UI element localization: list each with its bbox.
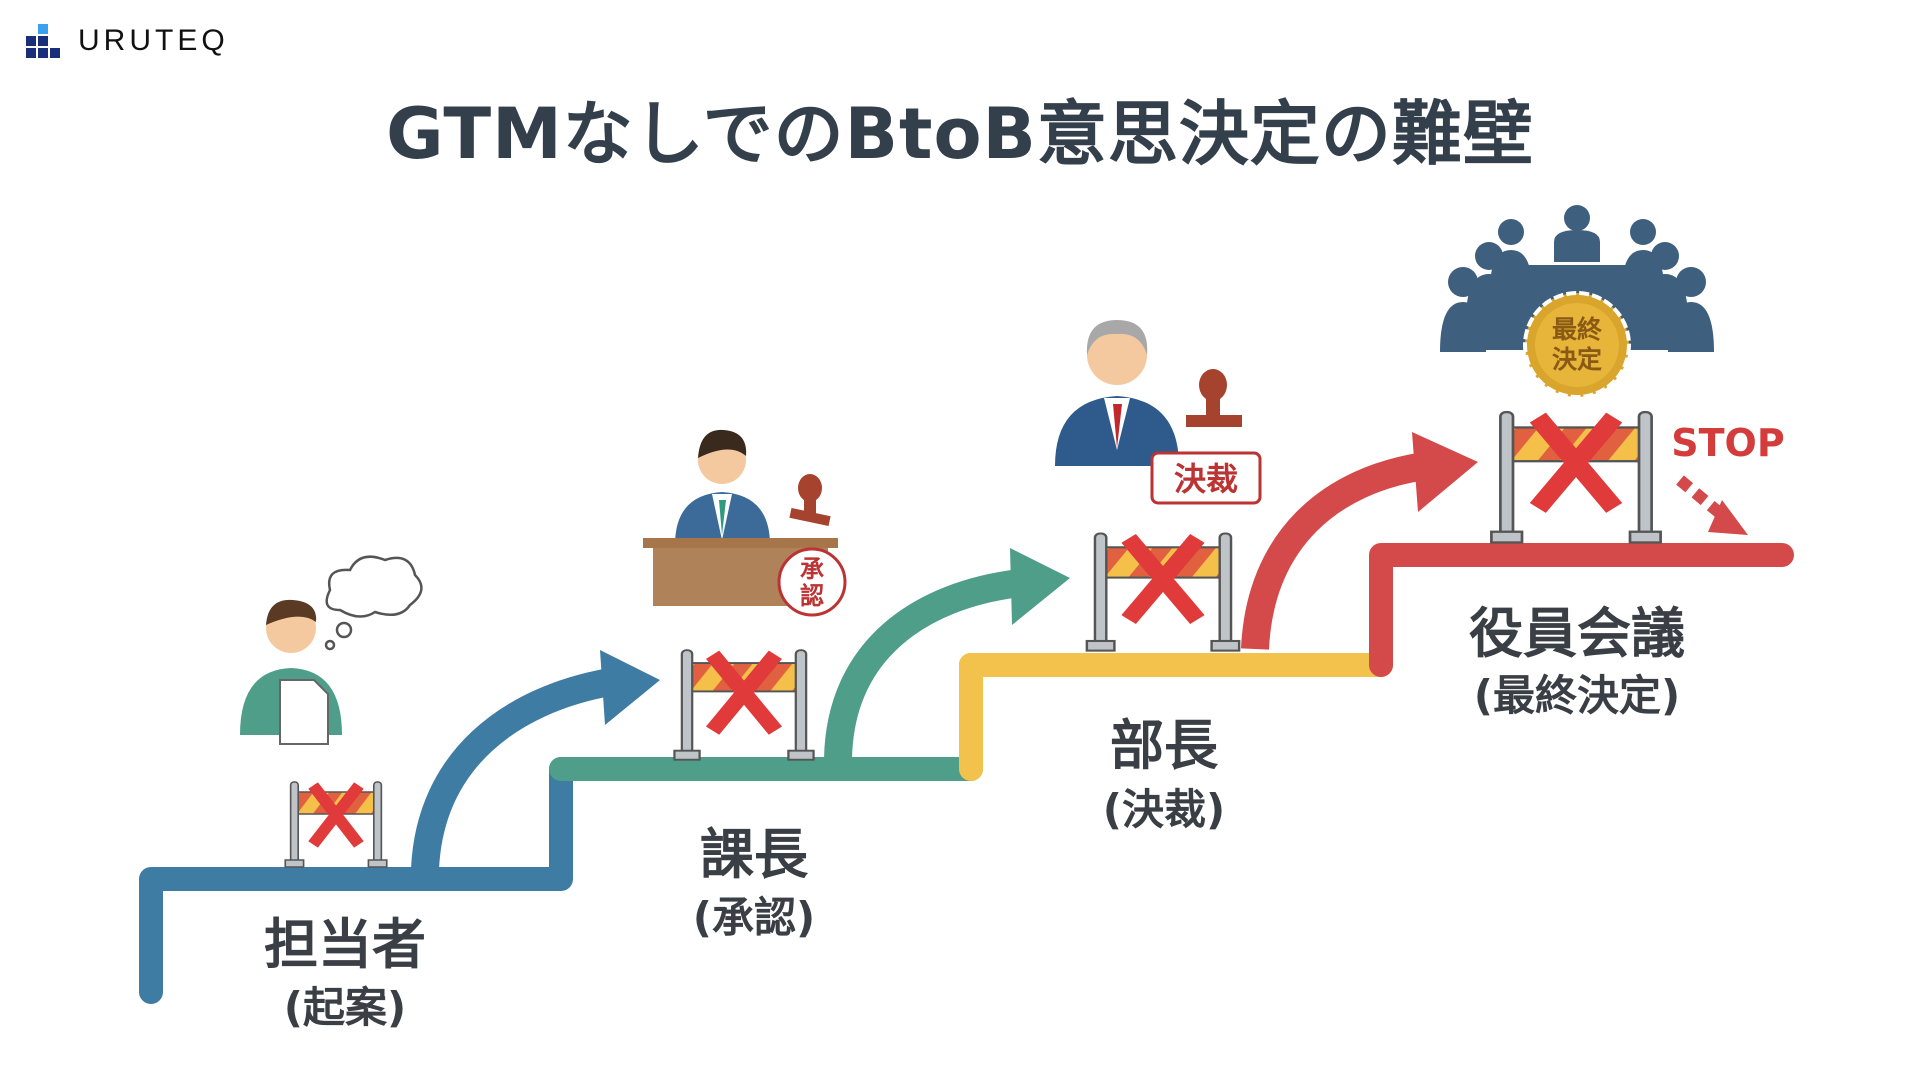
final-decision-gold-seal: 最終決定 [1523,291,1631,399]
step-line-staff [139,757,573,1004]
step-action-staff: (起案) [284,983,406,1032]
dotted-down-arrow-icon [1676,475,1748,535]
step-role-board: 役員会議 [1469,602,1685,665]
rubber-stamp-icon [1186,369,1242,427]
staff-person-icon [240,599,342,745]
decision-stamp: 決裁 [1150,451,1262,505]
final-seal-text: 最終決定 [1551,315,1602,374]
page-title: GTMなしでのBtoB意思決定の難壁 [386,93,1534,175]
brand-logo: URUTEQ [26,24,229,58]
svg-text:承: 承 [800,555,824,583]
step-action-board: (最終決定) [1474,671,1680,720]
barrier-blocked-icon [674,650,813,760]
department-head-person-icon [1055,320,1179,466]
approval-seal: 承 認 [777,547,847,617]
svg-text:決裁: 決裁 [1174,460,1238,498]
step-action-department-head: (決裁) [1103,785,1225,834]
barrier-blocked-icon [1491,412,1660,542]
arrow-blue-icon [411,650,660,870]
logo-blocks-icon [26,24,60,58]
brand-name: URUTEQ [78,24,229,57]
step-action-section-chief: (承認) [693,893,815,942]
stop-label: STOP [1671,421,1784,465]
step-role-staff: 担当者 [264,913,426,976]
arrow-green-icon [824,548,1070,760]
step-role-department-head: 部長 [1110,714,1219,777]
step-line-board [1369,543,1794,677]
approval-seal-text: 承認 [0,0,2,1]
arrow-red-icon [1241,432,1478,650]
step-role-section-chief: 課長 [700,823,809,886]
barrier-blocked-icon [285,782,387,867]
thought-cloud-icon [324,555,423,651]
rubber-stamp-icon [789,474,831,527]
svg-text:認: 認 [800,582,824,610]
barrier-blocked-icon [1087,534,1239,651]
